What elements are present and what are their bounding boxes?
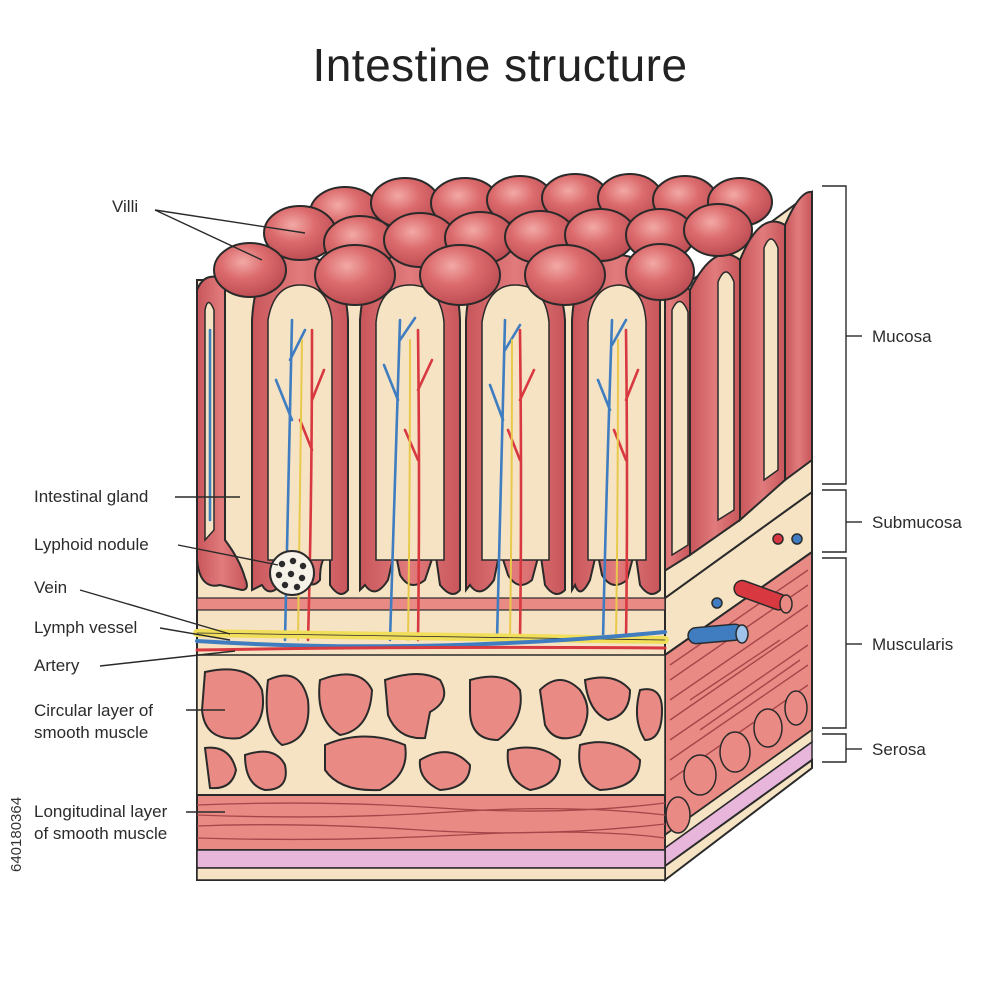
villi-front	[196, 250, 661, 595]
diagram-title: Intestine structure	[312, 39, 688, 91]
villus-vessels	[208, 316, 640, 642]
label-serosa: Serosa	[872, 740, 926, 759]
submucosa-vessels	[193, 629, 669, 652]
label-intestinal-gland: Intestinal gland	[34, 487, 149, 506]
label-lymph-vessel: Lymph vessel	[34, 618, 138, 637]
label-mucosa: Mucosa	[872, 327, 932, 346]
label-vein: Vein	[34, 578, 68, 597]
label-muscularis: Muscularis	[872, 635, 954, 654]
layer-brackets	[822, 185, 862, 763]
longitudinal-muscle-fibers	[196, 802, 666, 841]
label-circular-layer: Circular layer of smooth muscle	[34, 701, 154, 742]
circular-muscle-bundles	[200, 668, 664, 792]
label-villi: Villi	[112, 197, 139, 216]
label-submucosa: Submucosa	[872, 513, 962, 532]
side-face	[664, 490, 813, 883]
label-artery: Artery	[34, 656, 80, 675]
label-lymphoid-nodule: Lyphoid nodule	[34, 535, 149, 554]
label-longitudinal-layer: Longitudinal layer of smooth muscle	[34, 802, 168, 843]
lymphoid-nodule	[269, 550, 315, 596]
leader-lines	[79, 209, 306, 813]
stock-image-id: 640180364	[8, 796, 25, 872]
villus-caps	[213, 173, 773, 306]
